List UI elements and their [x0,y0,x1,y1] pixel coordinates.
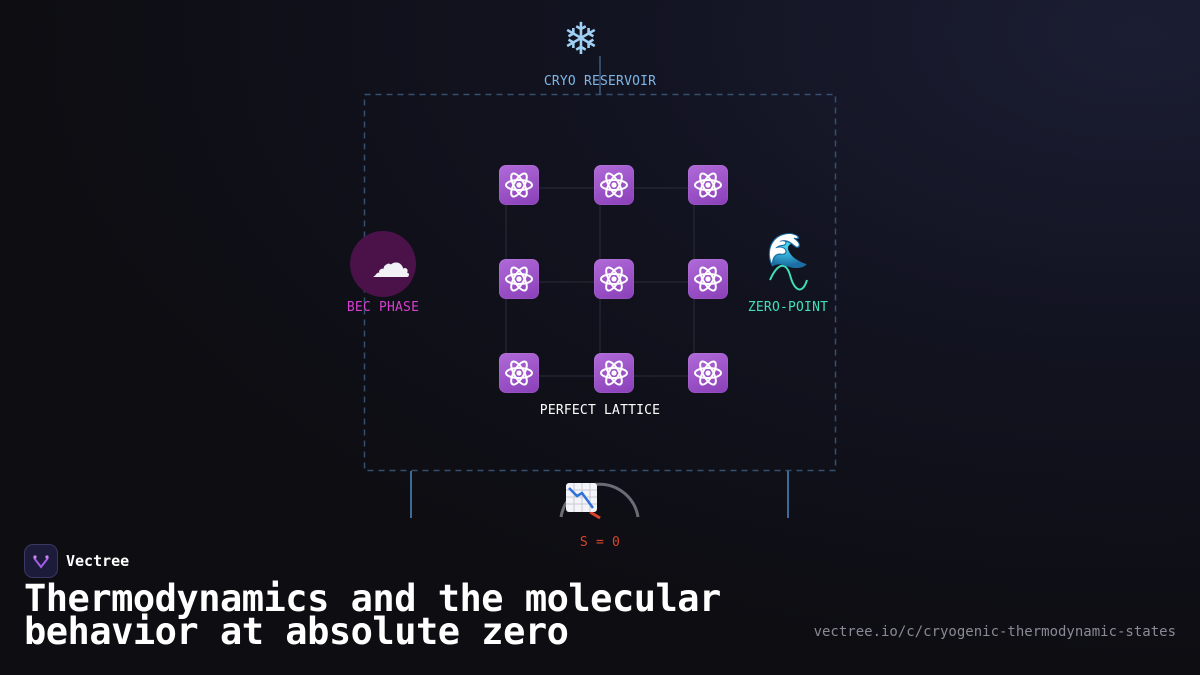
atom-icon [499,165,539,205]
bec-halo [350,231,416,297]
wave-icon: 🌊 [766,231,810,271]
atom-icon [688,353,728,393]
atom-icon [499,259,539,299]
atom-icon [594,353,634,393]
atom-icon [688,259,728,299]
reservoir-label: CRYO RESERVOIR [543,74,657,89]
brand-name: Vectree [66,552,130,570]
source-url[interactable]: vectree.io/c/cryogenic-thermodynamic-sta… [813,624,1176,640]
bec-label: BEC PHASE [346,300,420,315]
entropy-label: S = 0 [579,535,621,550]
atom-icon [594,259,634,299]
cloud-icon: ☁ [371,241,411,287]
page-title: Thermodynamics and the molecular behavio… [24,577,721,653]
zero-point-wave [769,264,808,291]
entropy-gauge-needle [589,510,601,520]
atom-icon [499,353,539,393]
atom-icon [688,165,728,205]
lattice-label: PERFECT LATTICE [539,403,661,418]
vectree-logo-icon [24,544,58,578]
chart-decreasing-icon [566,483,597,512]
snowflake-icon: ❄ [562,14,600,65]
zero-point-label: ZERO-POINT [747,300,829,315]
system-boundary [363,93,837,472]
atom-icon [594,165,634,205]
brand[interactable]: Vectree [24,544,129,578]
